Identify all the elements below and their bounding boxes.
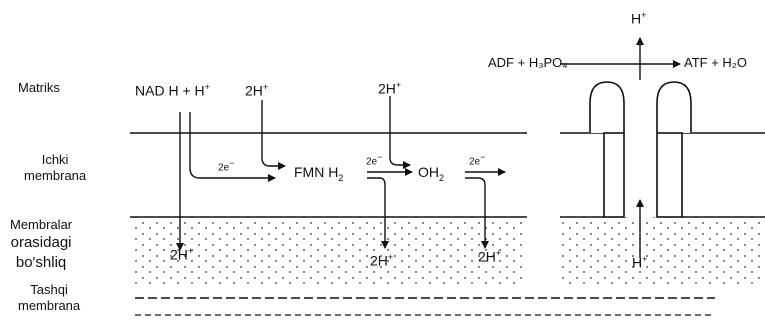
atf-label: ATF + H₂O (684, 55, 747, 70)
electron-label-3: 2e− (469, 152, 485, 167)
atp-proton-bottom-label: H+ (632, 254, 647, 271)
adf-label: ADF + H₃PO₄ (488, 55, 568, 70)
atp-synthase-head-right (657, 82, 691, 133)
atp-synthase-stalk-left (604, 133, 624, 217)
qh2-label: OH2 (418, 164, 444, 183)
released-proton-label-2: 2H+ (370, 252, 393, 269)
released-proton-label-1: 2H+ (170, 246, 193, 263)
proton-to-q-arrow (390, 96, 410, 165)
electron-label-1: 2e− (218, 158, 234, 173)
electron-label-2: 2e− (366, 152, 382, 167)
released-proton-label-3: 2H+ (478, 248, 501, 265)
intermembrane-space-right (560, 217, 765, 285)
outer-membrane-label: Tashqi membrana (18, 282, 80, 314)
atp-synthase-head-left (590, 82, 624, 133)
fmnh2-label: FMN H2 (294, 164, 343, 183)
intermembrane-space-label: Membralar orasidagi bo'shliq (10, 217, 72, 273)
inner-membrane-label: Ichki membrana (24, 152, 86, 184)
atp-proton-top-label: H+ (631, 10, 646, 27)
matrix-label: Matriks (18, 80, 60, 96)
nadh-label: NAD H + H+ (135, 82, 210, 99)
proton-pair-label-1: 2H+ (245, 82, 268, 99)
atp-synthase-stalk-right (657, 133, 682, 217)
proton-pair-label-2: 2H+ (378, 80, 401, 97)
